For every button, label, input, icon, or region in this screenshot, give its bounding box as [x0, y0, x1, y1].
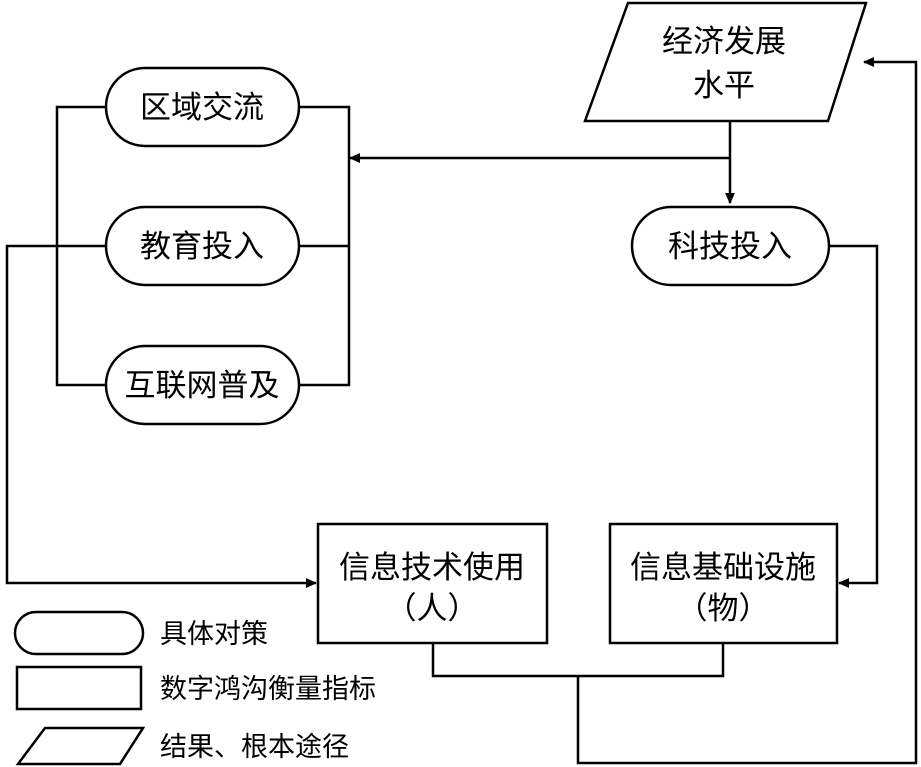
tech-shape	[630, 205, 831, 287]
it-use-node: 信息技术使用 （人）	[316, 522, 549, 645]
tech-node: 科技投入	[630, 205, 831, 287]
regional-node: 区域交流	[104, 66, 301, 148]
legend-parallelogram-label: 结果、根本途径	[160, 732, 349, 763]
education-label: 教育投入	[140, 229, 264, 265]
bottom-merge-line	[431, 643, 725, 678]
internet-label: 互联网普及	[125, 368, 280, 404]
regional-label: 区域交流	[140, 90, 264, 126]
tech-label: 科技投入	[668, 229, 792, 265]
it-use-label-line2: （人）	[386, 591, 479, 627]
economy-node: 经济发展 水平	[583, 1, 868, 123]
connectors	[5, 57, 918, 765]
education-to-it-use-arrow	[5, 244, 317, 588]
legend: 具体对策 数字鸿沟衡量指标 结果、根本途径	[13, 610, 376, 766]
education-shape	[104, 205, 301, 287]
legend-parallelogram-shape	[15, 726, 146, 766]
infra-label-line2: （物）	[677, 591, 770, 627]
feedback-to-economy-arrow	[576, 57, 918, 765]
tech-to-infra-arrow	[829, 244, 879, 588]
legend-rect-shape	[15, 665, 143, 711]
economy-label-line1: 经济发展	[662, 24, 786, 60]
economy-label-line2: 水平	[693, 68, 755, 104]
internet-shape	[104, 344, 301, 426]
economy-shape	[583, 1, 868, 123]
infra-node: 信息基础设施 （物）	[608, 522, 839, 645]
legend-stadium-label: 具体对策	[160, 619, 268, 650]
it-use-label-line1: 信息技术使用	[339, 550, 525, 586]
internet-node: 互联网普及	[104, 344, 301, 426]
legend-stadium-shape	[13, 610, 145, 656]
it-use-shape	[316, 522, 549, 645]
education-node: 教育投入	[104, 205, 301, 287]
infra-shape	[608, 522, 839, 645]
infra-label-line1: 信息基础设施	[630, 550, 816, 586]
regional-shape	[104, 66, 301, 148]
legend-rect-label: 数字鸿沟衡量指标	[160, 674, 376, 705]
